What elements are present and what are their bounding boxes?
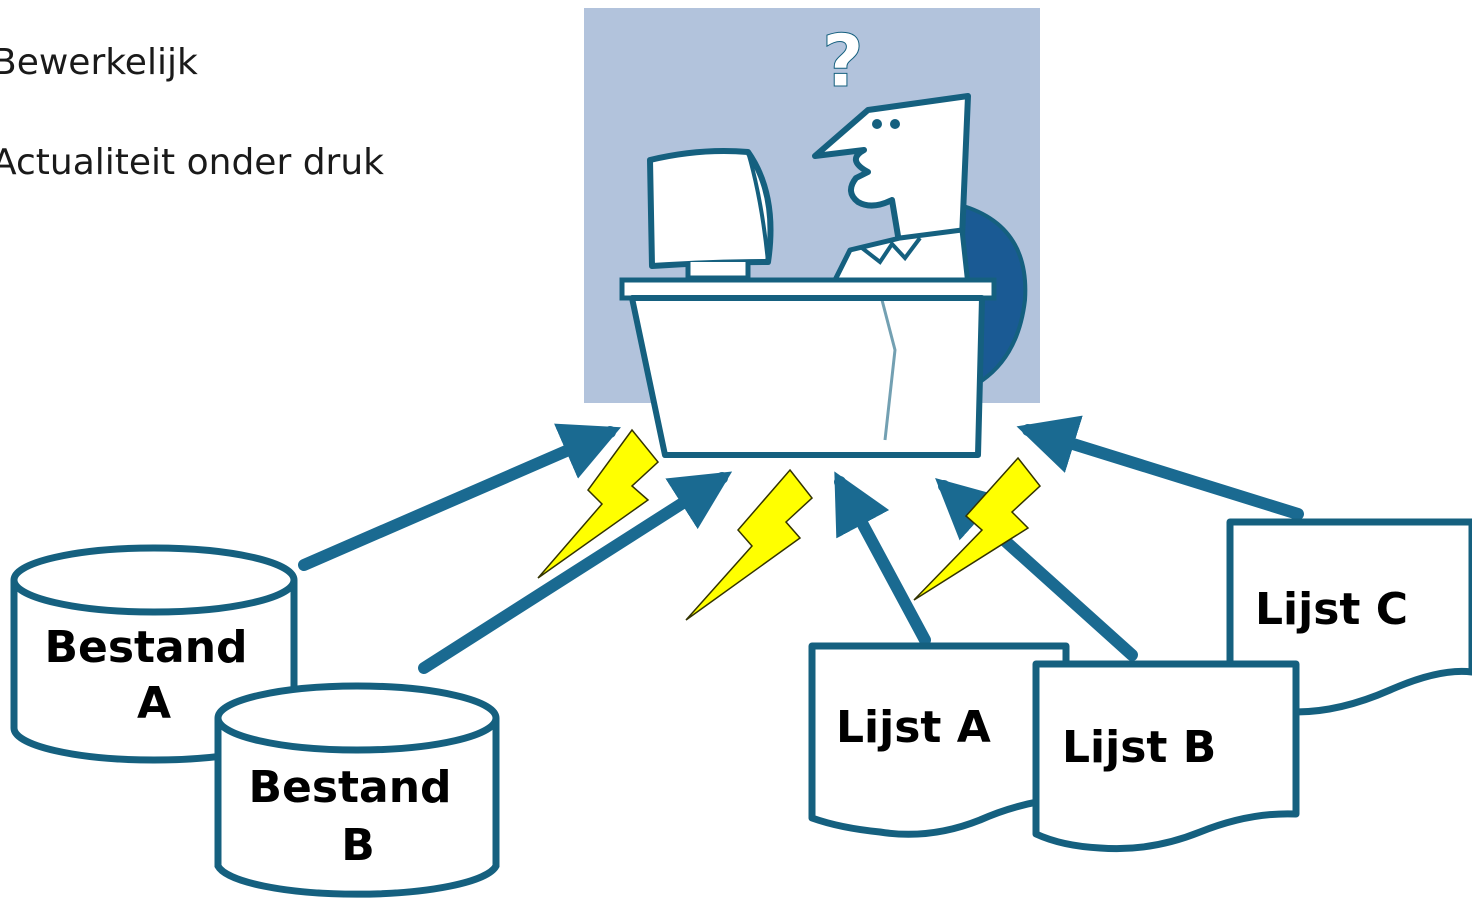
database-label: Bestand: [248, 762, 451, 813]
lightning-bolt-icon: [685, 468, 814, 621]
question-mark-icon: ?: [822, 19, 864, 103]
monitor-stand-icon: [685, 262, 751, 281]
database-label: Bestand: [44, 622, 247, 673]
document-label: Lijst A: [836, 702, 991, 753]
bullet-text-2: Actualiteit onder druk: [0, 142, 385, 183]
database-label: A: [137, 678, 171, 729]
document-label: Lijst B: [1062, 722, 1216, 773]
document-label: Lijst C: [1255, 584, 1408, 635]
arrow-from-lijst-a: [834, 471, 931, 646]
lightning-bolt-icon: [913, 456, 1042, 601]
bullet-text-1: Bewerkelijk: [0, 42, 198, 83]
lightning-bolts: [537, 428, 1042, 621]
document-lijst-b: Lijst B: [1032, 660, 1300, 853]
eye-icon: [872, 119, 882, 129]
collar-icon: [860, 236, 922, 265]
arrows: [298, 415, 1304, 674]
eye-icon: [890, 119, 900, 129]
desk-icon: [629, 295, 985, 458]
arrow-from-bestand-b: [418, 471, 733, 674]
database-label: B: [341, 820, 375, 871]
person-at-computer-illustration: ?: [584, 8, 1040, 458]
arrow-from-bestand-a: [298, 423, 622, 571]
document-lijst-a: Lijst A: [808, 642, 1070, 838]
monitor-screen-edge: [746, 151, 770, 263]
database-bestand-b: Bestand B: [214, 682, 500, 898]
head-icon: [812, 93, 971, 251]
arrow-from-lijst-c: [1016, 415, 1304, 520]
lightning-bolt-icon: [537, 428, 660, 579]
